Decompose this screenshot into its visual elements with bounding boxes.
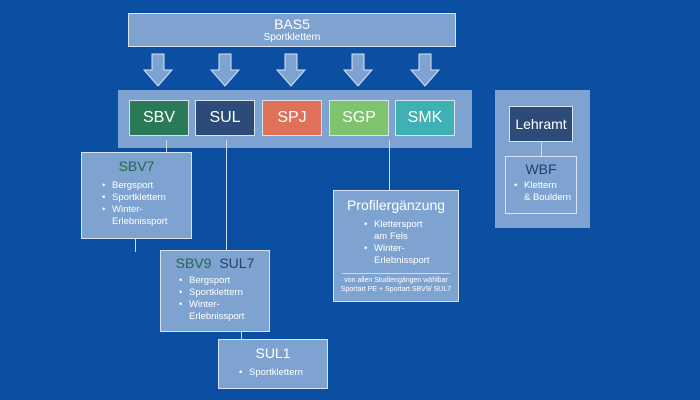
connector-line	[389, 140, 390, 190]
divider	[342, 273, 450, 274]
list-item: am Fels	[374, 231, 408, 242]
list-item: Sportklettern	[239, 367, 327, 379]
list-item: Winter-	[102, 204, 191, 216]
profil-title: Profilergänzung	[346, 197, 446, 213]
module-sgp-box: SGP	[329, 100, 389, 136]
sul1-box: SUL1 Sportklettern	[218, 339, 328, 389]
wbf-list: •Klettern & Bouldern	[506, 180, 576, 204]
module-smk-box: SMK	[395, 100, 455, 136]
sul1-title: SUL1	[255, 345, 291, 361]
module-code: SGP	[342, 109, 376, 126]
sbv9-sul7-title: SBV9 SUL7	[161, 255, 269, 271]
list-item: Bergsport	[102, 180, 191, 192]
bas5-box: BAS5 Sportklettern	[128, 13, 456, 47]
connector-line	[241, 332, 242, 340]
list-item: Klettersport	[364, 219, 458, 231]
lehramt-title: Lehramt	[515, 116, 567, 132]
module-code: SMK	[407, 109, 443, 126]
module-sul-box: SUL	[195, 100, 255, 136]
down-arrow-icon	[343, 53, 373, 87]
module-code: SPJ	[277, 109, 307, 126]
lehramt-box: Lehramt	[509, 106, 573, 142]
list-item: Winter-	[364, 243, 458, 255]
sbv9-sul7-list: Bergsport Sportklettern Winter- Erlebnis…	[179, 275, 269, 323]
connector-line	[541, 142, 542, 156]
list-item: Sportklettern	[102, 192, 191, 204]
list-item: Winter-	[179, 299, 269, 311]
connector-line	[166, 140, 167, 152]
list-item: Sportklettern	[179, 287, 269, 299]
profil-note-line1: von allen Studiengängen wählbar	[344, 277, 448, 284]
list-item: Erlebnissport	[112, 216, 168, 227]
sbv7-title: SBV7	[118, 158, 155, 174]
sbv7-box: SBV7 Bergsport Sportklettern Winter- Erl…	[81, 152, 192, 239]
down-arrow-icon	[410, 53, 440, 87]
profil-list: Klettersport am Fels Winter- Erlebnisspo…	[364, 219, 458, 267]
wbf-title: WBF	[525, 161, 557, 177]
profil-box: Profilergänzung Klettersport am Fels Win…	[333, 190, 459, 302]
connector-line	[135, 238, 136, 252]
wbf-item: •Klettern	[514, 180, 557, 191]
module-code: SBV	[142, 109, 175, 126]
down-arrow-icon	[276, 53, 306, 87]
module-sbv-box: SBV	[129, 100, 189, 136]
down-arrow-icon	[143, 53, 173, 87]
list-item: Erlebnissport	[374, 255, 430, 266]
connector-line	[226, 140, 227, 250]
bas5-code: BAS5	[274, 15, 310, 32]
profil-note-line2: Sportart PE + Sportart SBV9/ SUL7	[340, 286, 452, 293]
list-item: Erlebnissport	[189, 311, 245, 322]
bas5-subtitle: Sportklettern	[263, 31, 321, 43]
wbf-box: WBF •Klettern & Bouldern	[505, 156, 577, 214]
module-spj-box: SPJ	[262, 100, 322, 136]
sul1-list: Sportklettern	[239, 367, 327, 379]
sbv9-title: SBV9	[175, 255, 212, 271]
list-item: Bergsport	[179, 275, 269, 287]
module-code: SUL	[209, 109, 241, 126]
sul7-title: SUL7	[219, 255, 255, 271]
wbf-item: & Bouldern	[524, 192, 572, 203]
sbv7-list: Bergsport Sportklettern Winter- Erlebnis…	[102, 180, 191, 228]
down-arrow-icon	[210, 53, 240, 87]
bullet-icon: •	[514, 180, 518, 191]
sbv9-sul7-box: SBV9 SUL7 Bergsport Sportklettern Winter…	[160, 250, 270, 332]
